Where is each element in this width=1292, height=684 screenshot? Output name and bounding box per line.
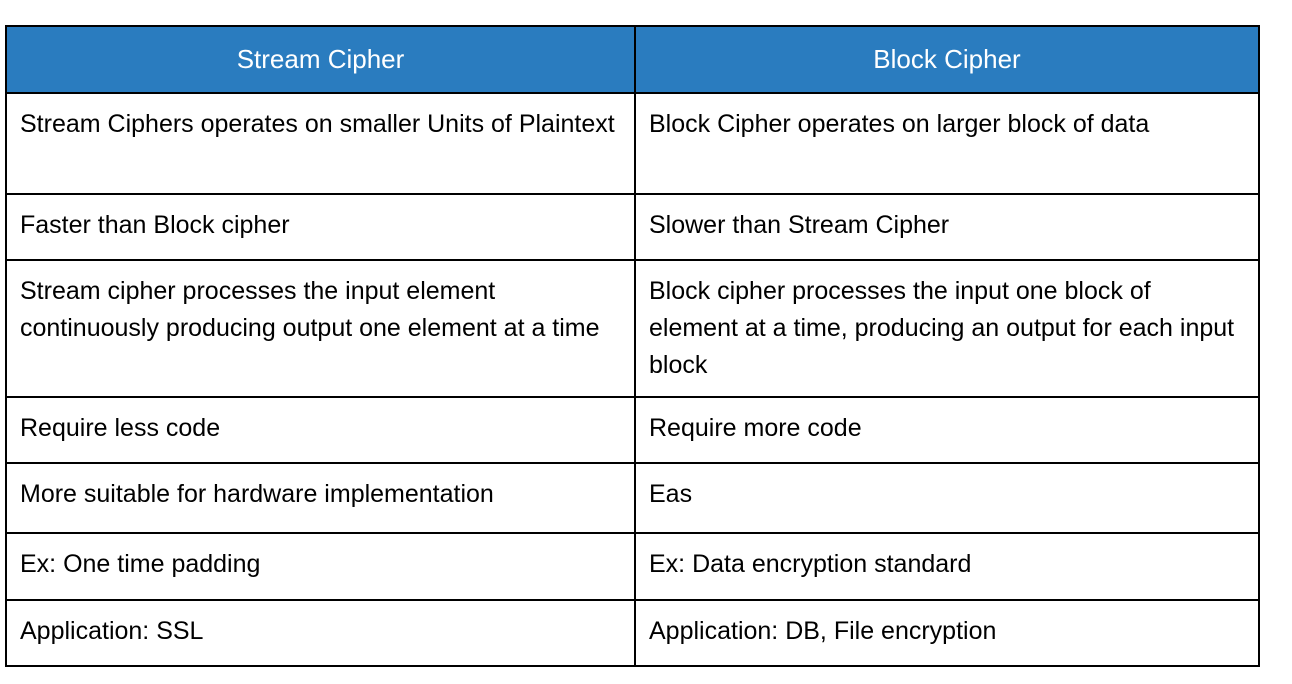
table-row: Stream cipher processes the input elemen… xyxy=(5,259,1260,398)
cell-block-cipher: Ex: Data encryption standard xyxy=(634,532,1260,601)
cell-stream-cipher: Faster than Block cipher xyxy=(5,193,636,261)
cell-stream-cipher: Application: SSL xyxy=(5,599,636,667)
stream-vs-block-cipher-table: Stream Cipher Block Cipher Stream Cipher… xyxy=(5,25,1260,667)
cell-block-cipher: Eas xyxy=(634,462,1260,534)
table-row: More suitable for hardware implementatio… xyxy=(5,462,1260,534)
column-header-block-cipher: Block Cipher xyxy=(634,25,1260,94)
cell-block-cipher: Block Cipher operates on larger block of… xyxy=(634,92,1260,195)
cell-block-cipher: Application: DB, File encryption xyxy=(634,599,1260,667)
table-row: Faster than Block cipher Slower than Str… xyxy=(5,193,1260,261)
cell-stream-cipher: Stream Ciphers operates on smaller Units… xyxy=(5,92,636,195)
table-body: Stream Ciphers operates on smaller Units… xyxy=(5,92,1260,667)
table-header: Stream Cipher Block Cipher xyxy=(5,25,1260,94)
cell-stream-cipher: Require less code xyxy=(5,396,636,464)
cell-block-cipher: Require more code xyxy=(634,396,1260,464)
header-row: Stream Cipher Block Cipher xyxy=(5,25,1260,94)
table-row: Application: SSL Application: DB, File e… xyxy=(5,599,1260,667)
cell-block-cipher: Slower than Stream Cipher xyxy=(634,193,1260,261)
column-header-stream-cipher: Stream Cipher xyxy=(5,25,636,94)
table-row: Stream Ciphers operates on smaller Units… xyxy=(5,92,1260,195)
cell-block-cipher: Block cipher processes the input one blo… xyxy=(634,259,1260,398)
cell-stream-cipher: Stream cipher processes the input elemen… xyxy=(5,259,636,398)
cell-stream-cipher: More suitable for hardware implementatio… xyxy=(5,462,636,534)
cell-stream-cipher: Ex: One time padding xyxy=(5,532,636,601)
table-row: Ex: One time padding Ex: Data encryption… xyxy=(5,532,1260,601)
table-row: Require less code Require more code xyxy=(5,396,1260,464)
